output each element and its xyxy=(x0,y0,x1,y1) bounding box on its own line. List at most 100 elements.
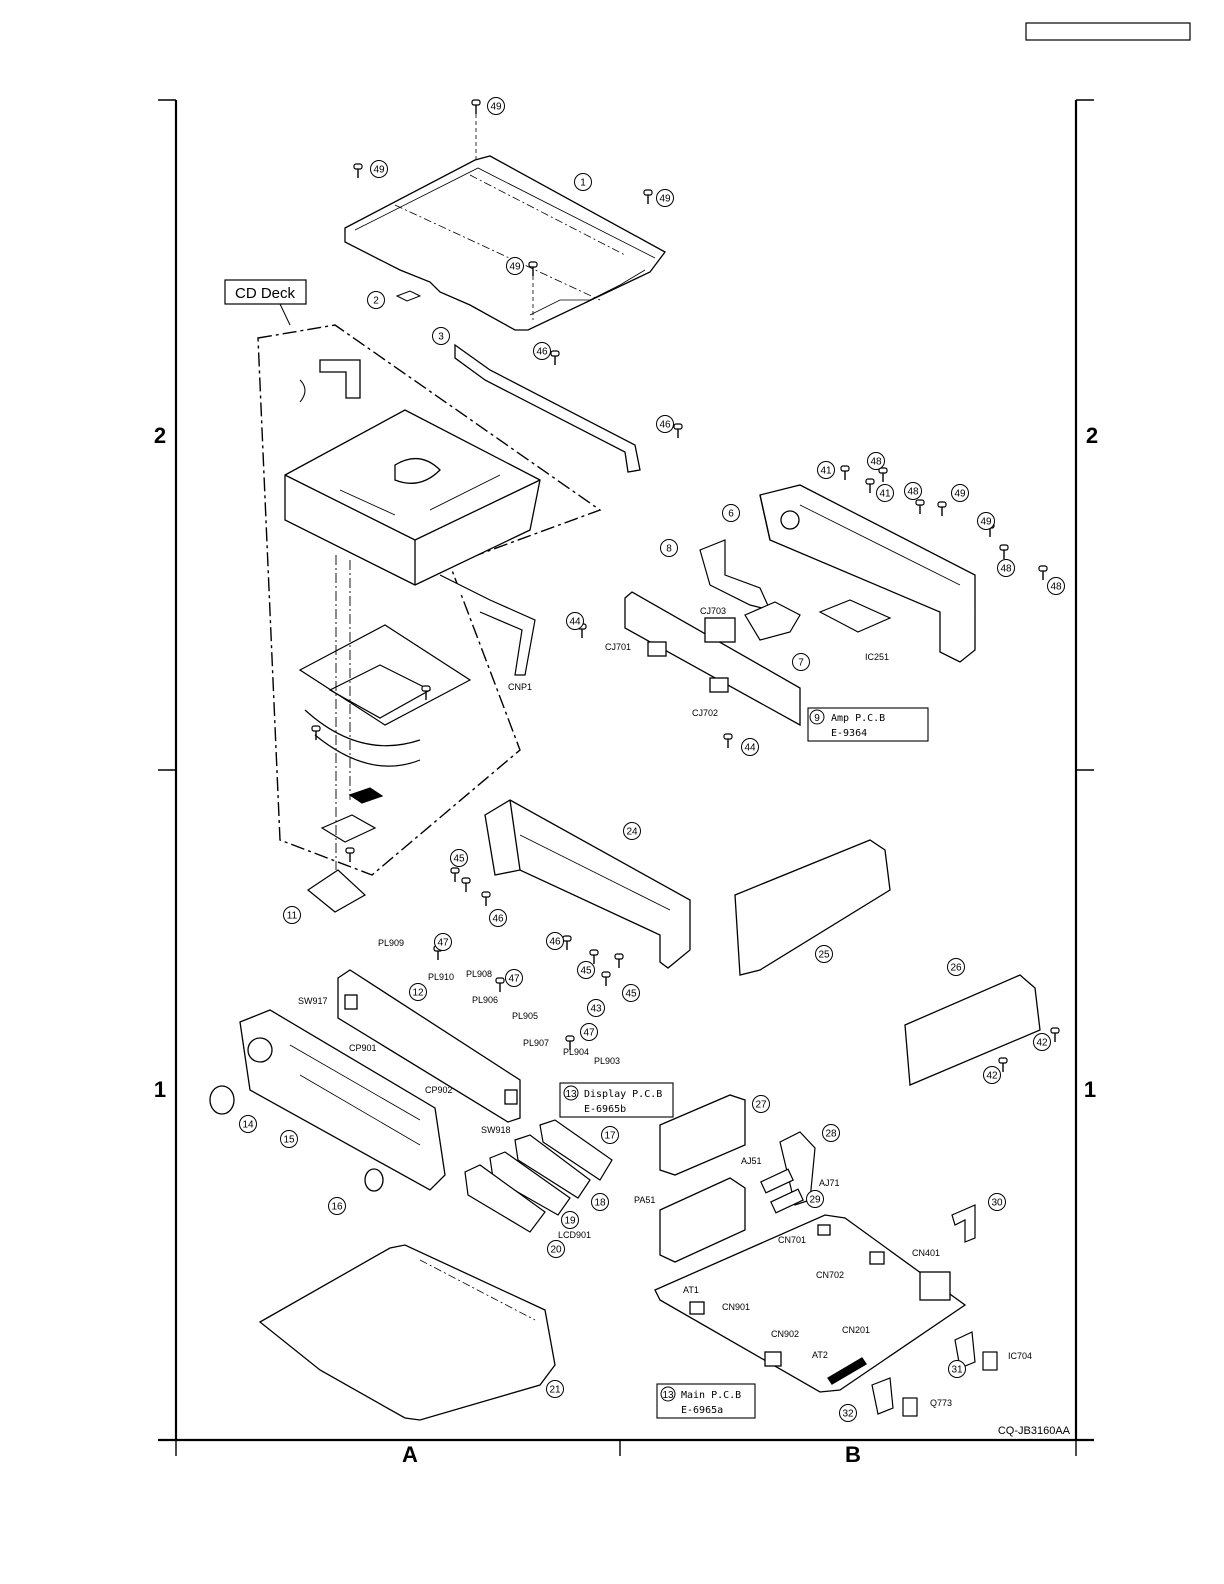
amp-pcb-code: E-9364 xyxy=(831,728,867,739)
callout-3: 3 xyxy=(432,327,450,345)
callout-49: 49 xyxy=(506,257,524,275)
part-2-sheet xyxy=(395,290,422,302)
ref-ic704: IC704 xyxy=(1008,1351,1032,1361)
callout-circle xyxy=(623,822,641,840)
callout-46: 46 xyxy=(656,415,674,433)
ref-cn702: CN702 xyxy=(816,1270,844,1280)
callout-48: 48 xyxy=(904,482,922,500)
callout-circle xyxy=(591,1193,609,1211)
ref-pl908: PL908 xyxy=(466,969,492,979)
callout-circle xyxy=(547,1240,565,1258)
bracket-8 xyxy=(699,539,772,611)
callout-43: 43 xyxy=(587,999,605,1017)
callout-20: 20 xyxy=(547,1240,565,1258)
bottom-cover-21 xyxy=(258,1244,556,1421)
callout-circle xyxy=(587,999,605,1017)
callout-circle xyxy=(876,484,894,502)
callout-number: 41 xyxy=(879,489,891,500)
ref-ic251: IC251 xyxy=(865,652,889,662)
callout-46: 46 xyxy=(489,909,507,927)
callout-48: 48 xyxy=(867,452,885,470)
callout-number: 49 xyxy=(954,489,966,500)
chassis-24 xyxy=(484,799,691,969)
ref-cj703: CJ703 xyxy=(700,606,726,616)
ref-cnp1: CNP1 xyxy=(508,682,532,692)
callout-number: 24 xyxy=(626,827,638,838)
callout-number: 43 xyxy=(590,1004,602,1015)
cd-mechanism xyxy=(284,359,541,586)
callout-16: 16 xyxy=(328,1197,346,1215)
bracket-3 xyxy=(454,343,641,473)
callout-number: 44 xyxy=(744,743,756,754)
callout-circle xyxy=(656,189,674,207)
callout-number: 7 xyxy=(798,658,804,669)
front-panel-15 xyxy=(239,1009,446,1191)
callout-number: 41 xyxy=(820,466,832,477)
ic251-part xyxy=(818,599,892,633)
callout-number: 15 xyxy=(283,1135,295,1146)
ref-pl909: PL909 xyxy=(378,938,404,948)
callout-circle xyxy=(822,1124,840,1142)
callout-circle xyxy=(815,945,833,963)
callout-number: 30 xyxy=(991,1198,1003,1209)
callout-circle xyxy=(409,983,427,1001)
knob-14 xyxy=(209,1085,235,1115)
part-30-bracket xyxy=(951,1204,976,1243)
callout-circle xyxy=(977,512,995,530)
ref-cn201: CN201 xyxy=(842,1325,870,1335)
callout-46: 46 xyxy=(533,342,551,360)
callout-circle xyxy=(580,1023,598,1041)
callout-25: 25 xyxy=(815,945,833,963)
amp-pcb-label: 9 Amp P.C.B E-9364 xyxy=(807,707,929,742)
ref-cp902: CP902 xyxy=(425,1085,453,1095)
callout-15: 15 xyxy=(280,1130,298,1148)
callout-circle xyxy=(533,342,551,360)
knob-16 xyxy=(364,1168,384,1192)
callout-circle xyxy=(806,1190,824,1208)
display-pcb-num: 13 xyxy=(565,1089,577,1100)
ref-sw917: SW917 xyxy=(298,996,328,1006)
ref-sw918: SW918 xyxy=(481,1125,511,1135)
callout-number: 32 xyxy=(842,1409,854,1420)
callout-number: 48 xyxy=(907,487,919,498)
callout-30: 30 xyxy=(988,1193,1006,1211)
ref-pl905: PL905 xyxy=(512,1011,538,1021)
callout-number: 29 xyxy=(809,1195,821,1206)
callout-circle xyxy=(656,415,674,433)
callout-number: 12 xyxy=(412,988,424,999)
callout-circle xyxy=(328,1197,346,1215)
callout-number: 25 xyxy=(818,950,830,961)
ref-cp901: CP901 xyxy=(349,1043,377,1053)
ref-pl907: PL907 xyxy=(523,1038,549,1048)
callout-48: 48 xyxy=(1047,577,1065,595)
callout-number: 49 xyxy=(509,262,521,273)
row-label-1-left: 1 xyxy=(154,1077,166,1102)
callout-42: 42 xyxy=(983,1066,1001,1084)
callout-circle xyxy=(817,461,835,479)
amp-pcb-name: Amp P.C.B xyxy=(831,713,885,724)
callout-49: 49 xyxy=(951,484,969,502)
callout-circle xyxy=(997,559,1015,577)
callout-49: 49 xyxy=(656,189,674,207)
callout-26: 26 xyxy=(947,958,965,976)
part-27-block xyxy=(659,1094,746,1176)
display-pcb-name: Display P.C.B xyxy=(584,1089,662,1100)
callout-circle xyxy=(546,932,564,950)
callout-32: 32 xyxy=(839,1404,857,1422)
ref-pl910: PL910 xyxy=(428,972,454,982)
callout-29: 29 xyxy=(806,1190,824,1208)
callout-circle xyxy=(601,1126,619,1144)
callout-1: 1 xyxy=(574,173,592,191)
callout-circle xyxy=(622,984,640,1002)
callout-number: 46 xyxy=(492,914,504,925)
col-label-b: B xyxy=(845,1442,861,1467)
diagram-frame xyxy=(158,99,1094,1456)
callout-circle xyxy=(450,849,468,867)
callout-46: 46 xyxy=(546,932,564,950)
col-label-a: A xyxy=(402,1442,418,1467)
ref-lcd901: LCD901 xyxy=(558,1230,591,1240)
callout-circle xyxy=(988,1193,1006,1211)
deck-small-parts xyxy=(320,787,384,843)
ref-q773: Q773 xyxy=(930,1398,952,1408)
